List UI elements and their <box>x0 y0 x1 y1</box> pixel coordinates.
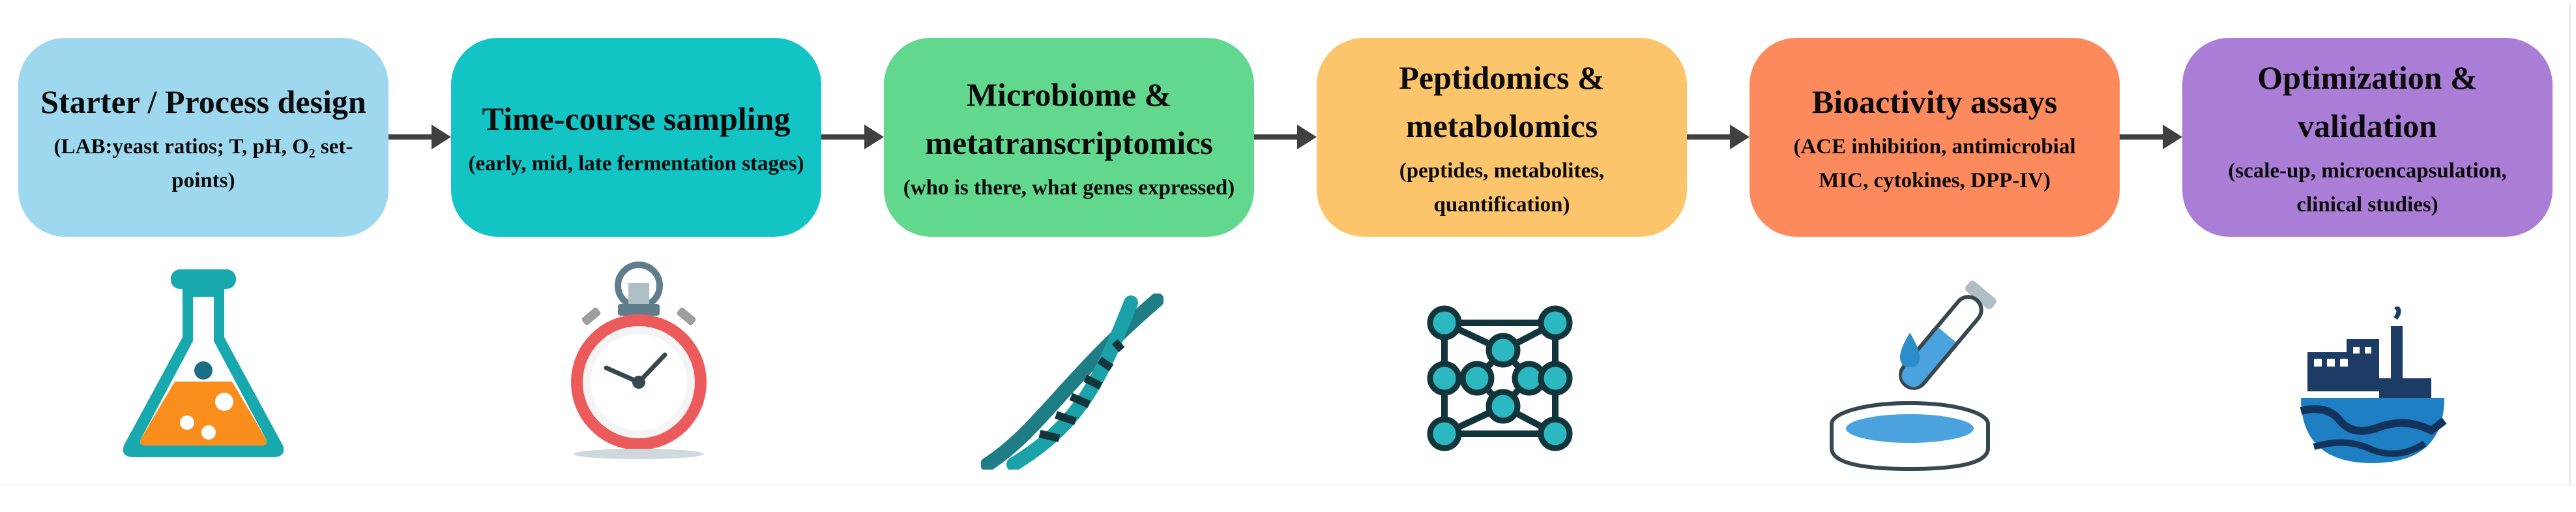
flask-icon <box>123 269 284 457</box>
stage-subtitle: (LAB:yeast ratios; T, pH, O₂ set-points) <box>53 134 353 192</box>
stage-subtitle: (scale-up, microencapsulation, clinical … <box>2228 158 2507 217</box>
stage-title: Time-course sampling <box>482 100 791 137</box>
stage-optimization-validation: Optimization & validation (scale-up, mic… <box>2182 38 2553 237</box>
factory-icon <box>2300 307 2447 463</box>
stage-starter-process-design: Starter / Process design (LAB:yeast rati… <box>18 38 388 237</box>
stage-subtitle: (early, mid, late fermentation stages) <box>468 151 804 175</box>
stage-time-course-sampling: Time-course sampling (early, mid, late f… <box>451 38 821 237</box>
stage-title: Microbiome & metatranscriptomics <box>925 76 1213 161</box>
flow-arrow <box>821 125 884 149</box>
right-edge-border <box>2569 3 2571 485</box>
flow-arrow <box>388 125 451 149</box>
network-icon <box>1427 305 1573 451</box>
flow-arrow <box>1254 125 1317 149</box>
flow-arrow <box>2120 125 2182 149</box>
stage-bioactivity-assays: Bioactivity assays (ACE inhibition, anti… <box>1749 38 2120 237</box>
stage-microbiome-metatranscriptomics: Microbiome & metatranscriptomics (who is… <box>884 38 1254 237</box>
flow-arrow <box>1687 125 1749 149</box>
stage-peptidomics-metabolomics: Peptidomics & metabolomics (peptides, me… <box>1317 38 1687 237</box>
bottom-divider <box>0 484 2576 485</box>
stage-title: Peptidomics & metabolomics <box>1399 59 1605 144</box>
stopwatch-icon <box>571 262 707 459</box>
test-tube-petri-dish-icon <box>1830 280 1997 472</box>
dna-icon <box>981 294 1164 470</box>
stage-subtitle: (ACE inhibition, antimicrobial MIC, cyto… <box>1793 134 2076 192</box>
stage-title: Starter / Process design <box>40 83 366 120</box>
stage-title: Optimization & validation <box>2257 59 2478 144</box>
stage-subtitle: (who is there, what genes expressed) <box>903 175 1235 200</box>
stage-title: Bioactivity assays <box>1811 83 2058 120</box>
stage-subtitle: (peptides, metabolites, quantification) <box>1399 158 1605 217</box>
